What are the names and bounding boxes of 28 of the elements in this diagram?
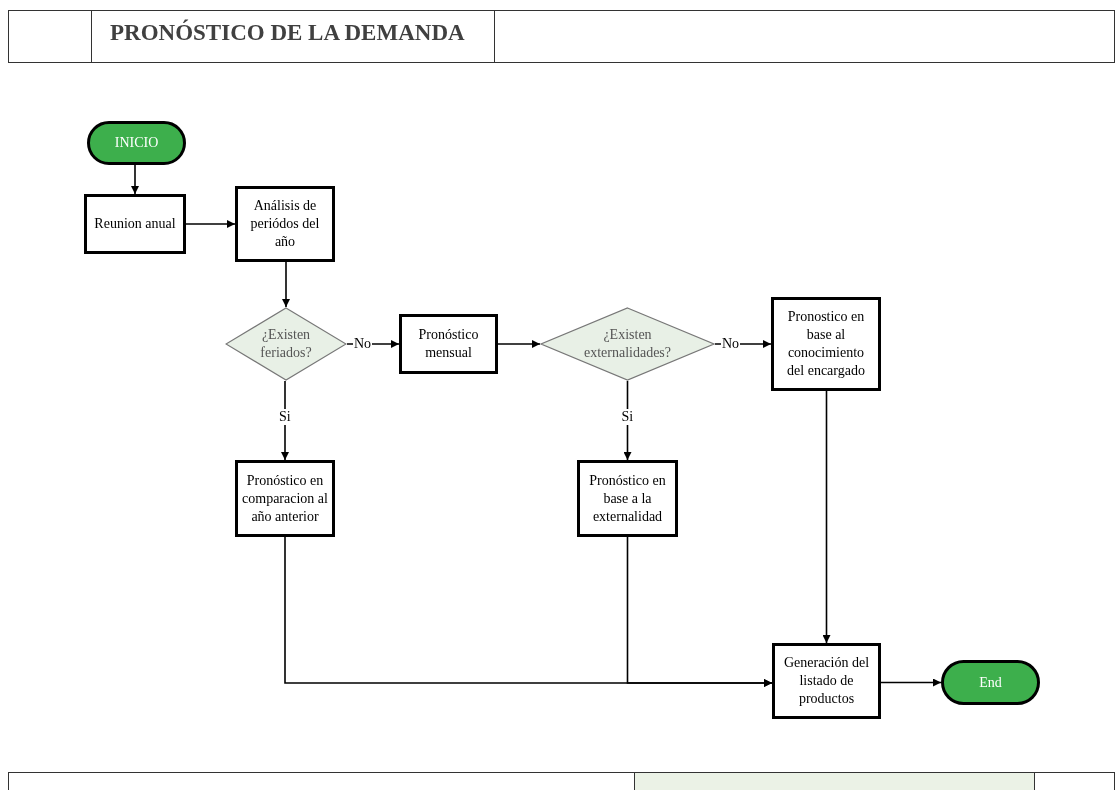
decision-label: ¿Existen feriados? [259,326,313,362]
process-box [235,186,335,262]
arrow [131,164,139,195]
step-label: Generación del listado de productos [782,654,871,708]
process-box [771,297,881,391]
step-label: End [978,673,1003,692]
process-box [84,194,186,254]
process-box [577,460,678,537]
arrow [282,261,290,308]
process-box [772,643,881,719]
edge-label: Si [620,409,635,425]
arrow [497,340,541,348]
step-label: Pronóstico en base a la externalidad [588,471,667,526]
arrow [185,220,236,228]
step-label: Pronóstico mensual [417,326,480,362]
step-label: Reunion anual [93,215,177,233]
step-label: Pronostico en base al conocimiento del encargado [786,308,866,380]
step-label: Análisis de periódos del año [249,197,321,251]
diagram-title: PRONÓSTICO DE LA DEMANDA [110,20,465,46]
process-box [235,460,335,537]
arrow [626,536,773,687]
step-label: INICIO [113,134,160,152]
decision-label: ¿Existen externalidades? [582,326,673,362]
step-label: Pronóstico en comparacion al año anterior [241,471,329,526]
process-box [399,314,498,374]
edge-label: Si [278,409,292,425]
arrow [880,678,942,687]
arrow [822,390,831,644]
